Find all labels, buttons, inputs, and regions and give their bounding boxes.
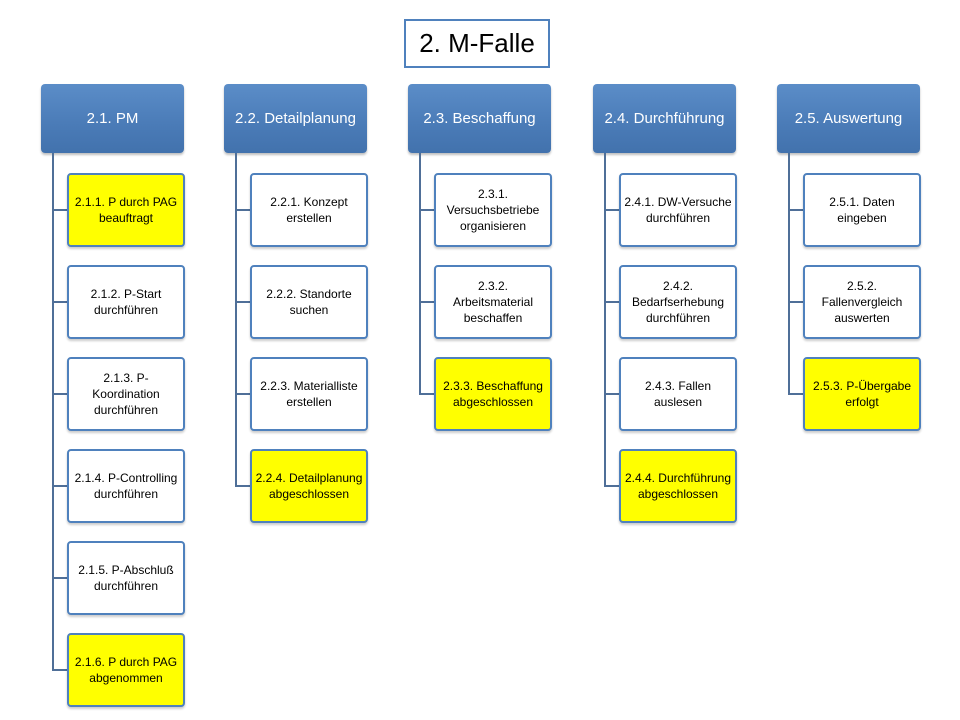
connector-branch — [52, 485, 67, 487]
connector-branch — [604, 209, 619, 211]
connector-spine — [419, 153, 421, 394]
connector-branch — [788, 209, 803, 211]
task-box: 2.3.1. Versuchsbetriebe organisieren — [434, 173, 552, 247]
column-header-2: 2.2. Detailplanung — [224, 84, 367, 153]
column-header-5: 2.5. Auswertung — [777, 84, 920, 153]
task-box: 2.2.1. Konzept erstellen — [250, 173, 368, 247]
task-box: 2.1.2. P-Start durchführen — [67, 265, 185, 339]
task-box: 2.2.4. Detailplanung abgeschlossen — [250, 449, 368, 523]
connector-branch — [419, 209, 434, 211]
diagram-title: 2. M-Falle — [404, 19, 550, 68]
connector-branch — [235, 485, 250, 487]
task-box: 2.4.3. Fallen auslesen — [619, 357, 737, 431]
connector-spine — [604, 153, 606, 486]
connector-branch — [52, 393, 67, 395]
connector-branch — [235, 393, 250, 395]
task-box: 2.4.4. Durchführung abgeschlossen — [619, 449, 737, 523]
task-box: 2.1.4. P-Controlling durchführen — [67, 449, 185, 523]
connector-spine — [788, 153, 790, 394]
connector-branch — [52, 669, 67, 671]
connector-branch — [788, 393, 803, 395]
task-box: 2.5.3. P-Übergabe erfolgt — [803, 357, 921, 431]
task-box: 2.4.2. Bedarfserhebung durchführen — [619, 265, 737, 339]
task-box: 2.1.6. P durch PAG abgenommen — [67, 633, 185, 707]
task-box: 2.1.1. P durch PAG beauftragt — [67, 173, 185, 247]
task-box: 2.2.2. Standorte suchen — [250, 265, 368, 339]
connector-branch — [235, 301, 250, 303]
task-box: 2.2.3. Materialliste erstellen — [250, 357, 368, 431]
task-box: 2.3.2. Arbeitsmaterial beschaffen — [434, 265, 552, 339]
connector-branch — [52, 209, 67, 211]
task-box: 2.1.5. P-Abschluß durchführen — [67, 541, 185, 615]
connector-spine — [235, 153, 237, 486]
connector-branch — [419, 393, 434, 395]
connector-branch — [788, 301, 803, 303]
connector-branch — [604, 393, 619, 395]
connector-branch — [419, 301, 434, 303]
task-box: 2.5.2. Fallenvergleich auswerten — [803, 265, 921, 339]
column-header-3: 2.3. Beschaffung — [408, 84, 551, 153]
connector-branch — [52, 577, 67, 579]
connector-branch — [52, 301, 67, 303]
task-box: 2.1.3. P-Koordination durchführen — [67, 357, 185, 431]
connector-branch — [235, 209, 250, 211]
task-box: 2.4.1. DW-Versuche durchführen — [619, 173, 737, 247]
column-header-1: 2.1. PM — [41, 84, 184, 153]
connector-branch — [604, 485, 619, 487]
task-box: 2.5.1. Daten eingeben — [803, 173, 921, 247]
connector-spine — [52, 153, 54, 670]
task-box: 2.3.3. Beschaffung abgeschlossen — [434, 357, 552, 431]
column-header-4: 2.4. Durchführung — [593, 84, 736, 153]
connector-branch — [604, 301, 619, 303]
